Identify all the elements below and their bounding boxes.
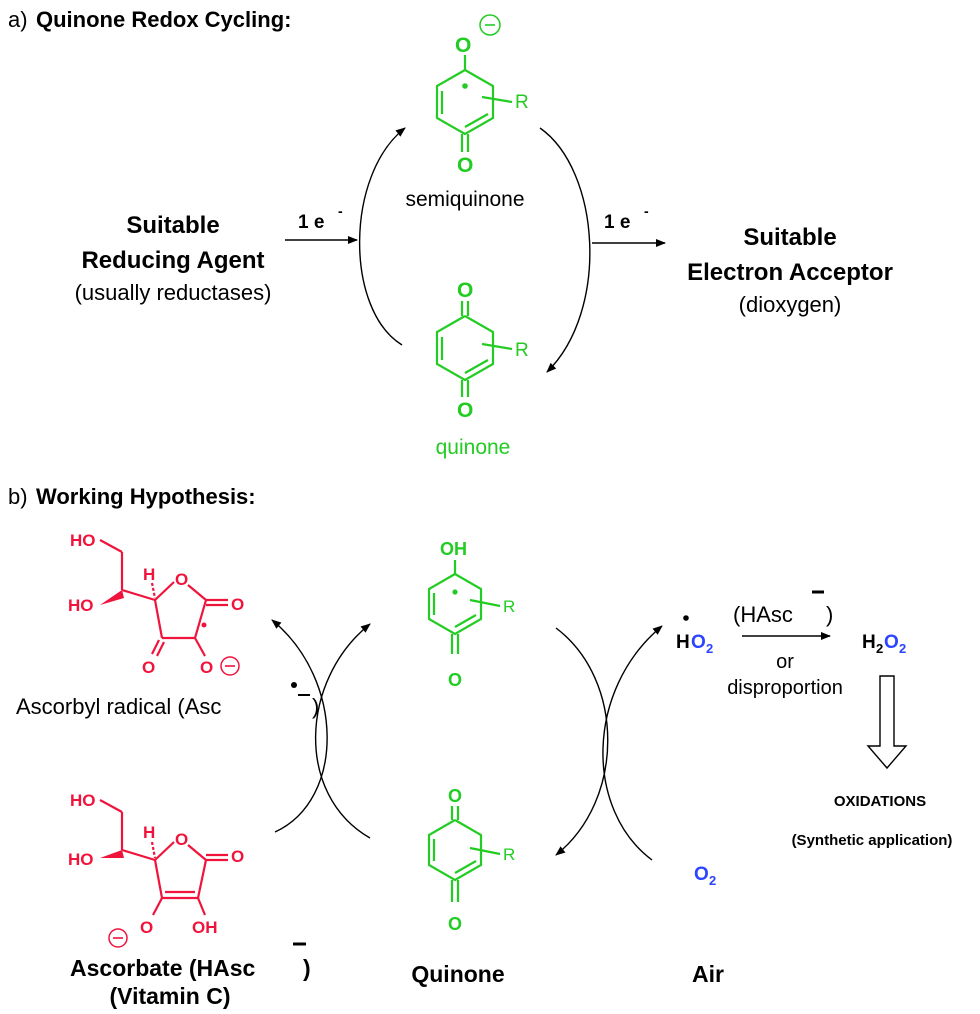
arrow-right-label: 1 e — [604, 212, 630, 233]
svg-text:O: O — [231, 595, 244, 614]
arrow-right-superscript: - — [644, 203, 649, 219]
arc-oxygen-reduction — [602, 625, 663, 861]
electron-acceptor-line2: Electron Acceptor — [687, 259, 893, 286]
svg-text:O: O — [448, 786, 462, 806]
or-text: or — [776, 651, 794, 673]
svg-text:O: O — [175, 570, 188, 589]
quinone-structure-b: O R O — [427, 786, 515, 934]
hasc-reagent: (HAsc — [733, 602, 793, 627]
h2o2-o: O — [884, 632, 899, 653]
section-b-title: Working Hypothesis: — [36, 484, 256, 509]
arc-oxidation — [539, 127, 591, 373]
svg-text:OH: OH — [192, 918, 218, 937]
quinone-structure-a: O R O — [435, 279, 529, 422]
electron-acceptor-line3: (dioxygen) — [739, 292, 842, 317]
ascorbate-sub: (Vitamin C) — [110, 983, 231, 1009]
svg-text:O: O — [140, 918, 153, 937]
o2-sub: 2 — [709, 873, 716, 888]
arc-ascorbate-oxidation — [271, 619, 328, 833]
oxidations-text: OXIDATIONS — [834, 793, 926, 810]
synthetic-text: (Synthetic application) — [792, 832, 953, 849]
svg-text:H: H — [143, 823, 155, 842]
quinone-top-o: O — [457, 279, 473, 302]
quinone-bottom-o: O — [457, 399, 473, 422]
ascorbyl-label: Ascorbyl radical (Asc — [16, 694, 221, 719]
quinone-label-b: Quinone — [411, 961, 504, 987]
semiquinone-label: semiquinone — [405, 188, 524, 211]
svg-text:O: O — [142, 658, 155, 677]
svg-text:R: R — [503, 597, 515, 616]
ho2-h: H — [676, 632, 690, 653]
svg-text:O: O — [175, 830, 188, 849]
reducing-agent-line2: Reducing Agent — [81, 247, 264, 274]
arc-reduction — [359, 127, 406, 346]
svg-text:O: O — [231, 847, 244, 866]
air-label: Air — [692, 961, 724, 987]
semiquinone-top-o: O — [455, 34, 471, 57]
h2o2-o-sub: 2 — [899, 641, 906, 656]
o2-o: O — [694, 864, 709, 885]
ho2-sub: 2 — [706, 641, 713, 656]
charge-minus-circle — [479, 14, 501, 36]
semiquinone-structure: O R O — [435, 14, 529, 177]
hasc-close: ) — [826, 602, 833, 627]
arrow-left-label: 1 e — [298, 212, 324, 233]
ascorbate-structure: HO HO H O O O OH — [68, 791, 244, 948]
ascorbate-label: Ascorbate (HAsc — [70, 955, 256, 981]
svg-text:HO: HO — [68, 850, 94, 869]
h2o2-h: H — [862, 632, 876, 653]
svg-text:R: R — [503, 845, 515, 864]
svg-text:HO: HO — [68, 596, 94, 615]
svg-text:OH: OH — [440, 539, 467, 559]
electron-acceptor-line1: Suitable — [743, 224, 836, 251]
section-a-label: a) — [8, 7, 28, 32]
h2o2-h-sub: 2 — [876, 641, 883, 656]
svg-text:H: H — [143, 565, 155, 584]
disproportion-text: disproportion — [727, 677, 843, 699]
svg-text:O: O — [448, 914, 462, 934]
quinone-r-group: R — [515, 340, 529, 361]
section-b-label: b) — [8, 484, 28, 509]
reducing-agent-line3: (usually reductases) — [75, 280, 272, 305]
ascorbyl-close: ) — [312, 694, 319, 719]
arc-semiquinone-oxidation — [555, 627, 609, 856]
svg-text:O: O — [200, 658, 213, 677]
ho2-o: O — [691, 632, 706, 653]
arrow-left-superscript: - — [338, 203, 343, 219]
semiquinone-bottom-o: O — [457, 154, 473, 177]
quinone-label-a: quinone — [436, 436, 511, 459]
svg-text:O: O — [448, 670, 462, 690]
semiquinone-r-group: R — [515, 92, 529, 113]
ascorbyl-radical-structure: HO HO H O O O O — [68, 531, 244, 677]
ascorbate-close: ) — [303, 955, 311, 981]
reducing-agent-line1: Suitable — [126, 212, 219, 239]
arc-quinone-reduction — [314, 623, 371, 839]
svg-text:HO: HO — [70, 791, 96, 810]
svg-text:HO: HO — [70, 531, 96, 550]
section-a-title: Quinone Redox Cycling: — [36, 7, 291, 32]
hollow-down-arrow — [866, 675, 908, 770]
semiquinone-structure-b: OH R O — [427, 539, 515, 690]
